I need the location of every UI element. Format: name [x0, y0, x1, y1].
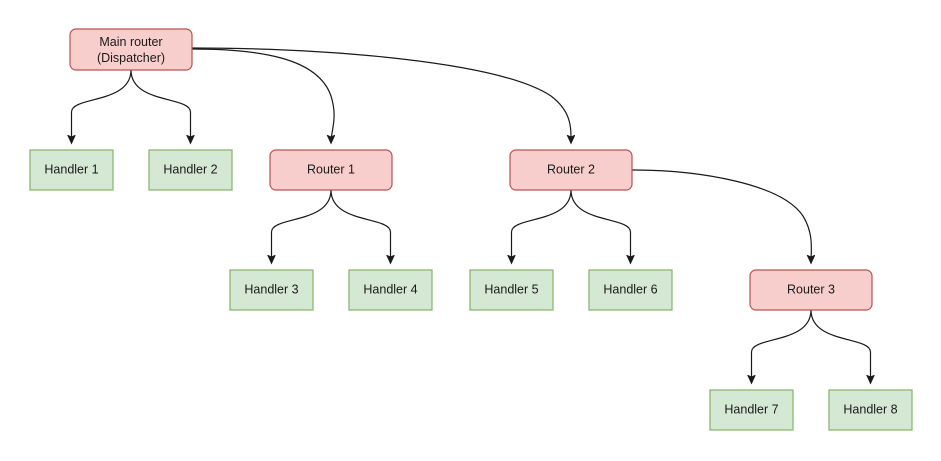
node-handler-3[interactable]: Handler 3: [229, 269, 314, 311]
handler-2-shape: [148, 149, 233, 191]
handler-2-label: Handler 2: [163, 162, 217, 176]
router-2-shape: [509, 149, 633, 191]
router-1-label: Router 1: [307, 162, 355, 176]
handler-1-label: Handler 1: [44, 162, 98, 176]
nodes-layer: Main router (Dispatcher) Handler 1 Handler …: [29, 28, 913, 431]
handler-8-shape: [828, 389, 913, 431]
router-3-shape: [749, 269, 873, 311]
handler-6-label: Handler 6: [603, 282, 657, 296]
handler-4-label: Handler 4: [363, 282, 417, 296]
edge-router-2-to-handler-5: [512, 189, 572, 263]
node-handler-6[interactable]: Handler 6: [588, 269, 673, 311]
edge-router-1-to-handler-3: [272, 189, 332, 263]
edge-main-to-router-2: [191, 47, 571, 143]
node-handler-2[interactable]: Handler 2: [148, 149, 233, 191]
node-handler-5[interactable]: Handler 5: [469, 269, 554, 311]
edge-main-to-handler-2: [130, 69, 191, 143]
node-router-2[interactable]: Router 2: [509, 149, 633, 191]
edge-router-3-to-handler-8: [810, 309, 871, 383]
handler-6-shape: [588, 269, 673, 311]
edge-router-2-to-handler-6: [570, 189, 631, 263]
node-handler-8[interactable]: Handler 8: [828, 389, 913, 431]
handler-5-shape: [469, 269, 554, 311]
handler-7-shape: [709, 389, 794, 431]
node-handler-7[interactable]: Handler 7: [709, 389, 794, 431]
edge-router-1-to-handler-4: [330, 189, 391, 263]
handler-4-shape: [348, 269, 433, 311]
handler-5-label: Handler 5: [484, 282, 538, 296]
main-router-label-secondary: (Dispatcher): [97, 51, 165, 65]
router-2-label: Router 2: [547, 162, 595, 176]
node-router-3[interactable]: Router 3: [749, 269, 873, 311]
handler-1-shape: [29, 149, 114, 191]
node-handler-4[interactable]: Handler 4: [348, 269, 433, 311]
main-router-shape: [69, 28, 193, 71]
handler-8-label: Handler 8: [843, 402, 897, 416]
router-3-label: Router 3: [787, 282, 835, 296]
edges-layer: [72, 47, 871, 383]
router-1-shape: [269, 149, 393, 191]
node-main-router[interactable]: Main router (Dispatcher): [69, 28, 193, 71]
edge-main-to-handler-1: [72, 69, 132, 143]
edge-main-to-router-1: [191, 48, 334, 143]
node-handler-1[interactable]: Handler 1: [29, 149, 114, 191]
edge-router-3-to-handler-7: [752, 309, 812, 383]
handler-7-label: Handler 7: [724, 402, 778, 416]
handler-3-shape: [229, 269, 314, 311]
handler-3-label: Handler 3: [244, 282, 298, 296]
edge-router-2-to-router-3: [631, 169, 811, 263]
main-router-label: Main router: [99, 35, 162, 49]
node-router-1[interactable]: Router 1: [269, 149, 393, 191]
